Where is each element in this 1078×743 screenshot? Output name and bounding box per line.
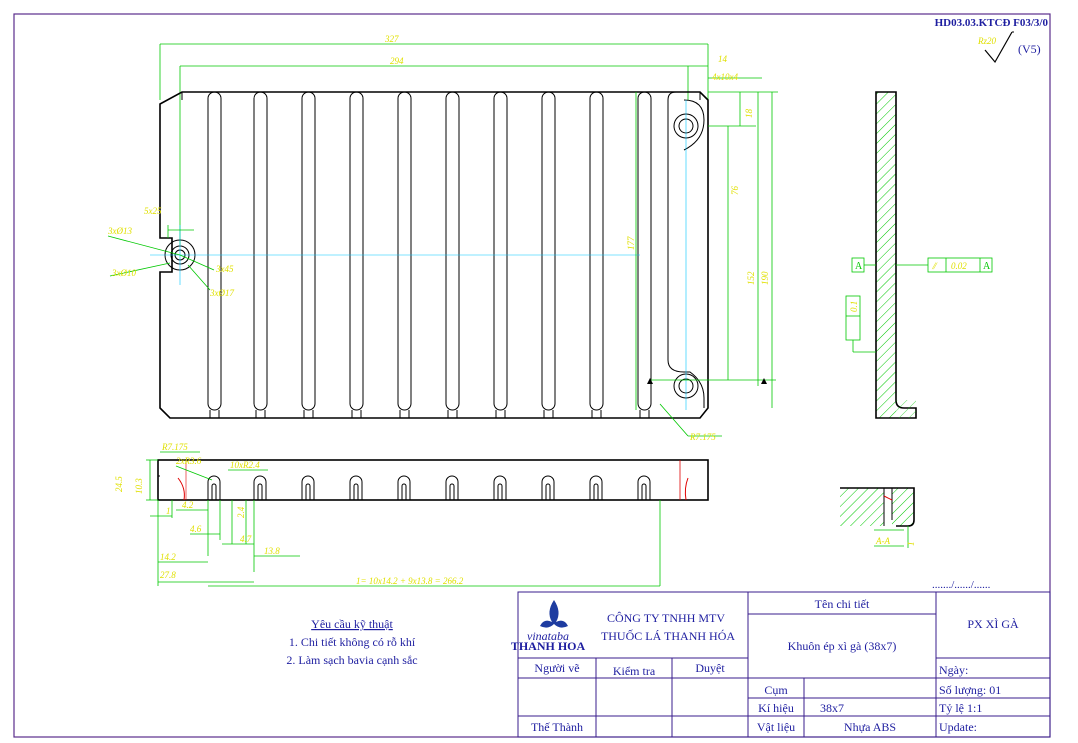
datum-a: A <box>855 261 863 272</box>
doc-code: HD03.03.KTCĐ F03/3/0 <box>935 17 1049 29</box>
code-label: Kí hiệu <box>758 701 794 715</box>
dim-r-bottom: R7.175 <box>689 432 716 442</box>
workshop: PX XÌ GÀ <box>967 617 1019 631</box>
dim-front-r7175: R7.175 <box>161 442 188 452</box>
qty-label: Số lượng: 01 <box>939 683 1001 697</box>
dim-right-offset: 14 <box>718 54 728 64</box>
dim-right-190: 190 <box>760 271 770 285</box>
left-hole-callouts: 3xØ13 3xØ10 3x45 3xØ17 5x25 <box>107 206 234 298</box>
requirement-2: 2. Làm sạch bavia cạnh sắc <box>286 653 417 667</box>
svg-text:⫽: ⫽ <box>931 261 938 271</box>
drawn-by-label: Người vẽ <box>534 661 579 675</box>
requirement-1: 1. Chi tiết không có rỗ khí <box>289 635 416 649</box>
date-label: Ngày: <box>939 663 968 677</box>
dim-front-chain: 1= 10x14.2 + 9x13.8 = 266.2 <box>356 576 464 586</box>
dim-left-5x5: 5x25 <box>144 206 162 216</box>
dim-total-length: 327 <box>384 34 399 44</box>
plan-view: 327 294 14 4x10x4 <box>107 34 778 442</box>
logo-city: THANH HOA <box>511 639 586 653</box>
section-label: A-A <box>875 536 890 546</box>
dim-left-3x45: 3x45 <box>215 264 234 274</box>
section-a-a: A-A 1 <box>840 487 916 548</box>
assembly-label: Cụm <box>764 683 788 697</box>
dim-front-1: 1 <box>166 506 171 516</box>
company-line-2: THUỐC LÁ THANH HÓA <box>601 628 735 643</box>
drawn-by: Thế Thành <box>531 720 583 734</box>
dim-front-10xr24: 10xR2.4 <box>230 460 260 470</box>
dim-left-3xd10: 3xØ10 <box>111 268 136 278</box>
checked-label: Kiểm tra <box>613 664 656 678</box>
flatness-value: 0.02 <box>951 261 967 271</box>
dim-front-24: 2.4 <box>236 506 246 518</box>
update-label: Update: <box>939 720 977 734</box>
blank-marks: ......./....../...... <box>932 579 991 591</box>
flatness-datum: A <box>983 261 991 272</box>
part-name: Khuôn ép xì gà (38x7) <box>788 639 897 653</box>
vinataba-logo-icon: vinataba THANH HOA <box>511 600 586 653</box>
dim-front-245: 24.5 <box>114 476 124 492</box>
title-block: vinataba THANH HOA CÔNG TY TNHH MTV THUỐ… <box>511 591 1051 738</box>
roughness-label: Rz20 <box>977 36 997 46</box>
code-value: 38x7 <box>820 701 844 715</box>
roughness-symbol: Rz20 (V5) <box>977 31 1041 64</box>
dim-front-103: 10.3 <box>134 478 144 494</box>
dim-front-46: 4.6 <box>190 524 202 534</box>
material-label: Vật liệu <box>757 720 795 734</box>
slots <box>207 91 652 418</box>
material-value: Nhựa ABS <box>844 720 896 734</box>
dim-front-47: 4.7 <box>240 534 252 544</box>
section-dim-1: 1 <box>906 542 916 547</box>
dim-front-42: 4.2 <box>182 500 194 510</box>
dim-right-small: 4x10x4 <box>712 72 738 82</box>
side-view: A ⫽ 0.02 A 0.1 <box>845 91 993 419</box>
dim-inner-length: 294 <box>390 56 404 66</box>
dim-right-top: 18 <box>744 109 754 119</box>
approved-label: Duyệt <box>695 661 725 675</box>
roughness-suffix: (V5) <box>1018 42 1041 56</box>
dim-front-138: 13.8 <box>264 546 280 556</box>
logo-name: vinataba <box>527 629 569 643</box>
dim-left-3xd17: 3xØ17 <box>209 288 234 298</box>
company-line-1: CÔNG TY TNHH MTV <box>607 611 725 625</box>
part-name-label: Tên chi tiết <box>815 597 870 611</box>
dim-front-142: 14.2 <box>160 552 176 562</box>
dim-front-278: 27.8 <box>160 570 176 580</box>
dim-right-177: 177 <box>626 236 636 250</box>
dim-right-76: 76 <box>730 186 740 196</box>
requirements-title: Yêu cầu kỹ thuật <box>311 617 393 631</box>
dim-front-r36: 2xR3.6 <box>176 456 202 466</box>
front-view: 24.5 10.3 R7.175 2xR3.6 10xR2.4 1 4.2 4.… <box>114 442 709 587</box>
dim-left-3xd13: 3xØ13 <box>107 226 132 236</box>
scale-label: Tỷ lệ 1:1 <box>939 701 982 715</box>
parallel-value: 0.1 <box>849 301 859 312</box>
dim-right-152: 152 <box>746 271 756 285</box>
